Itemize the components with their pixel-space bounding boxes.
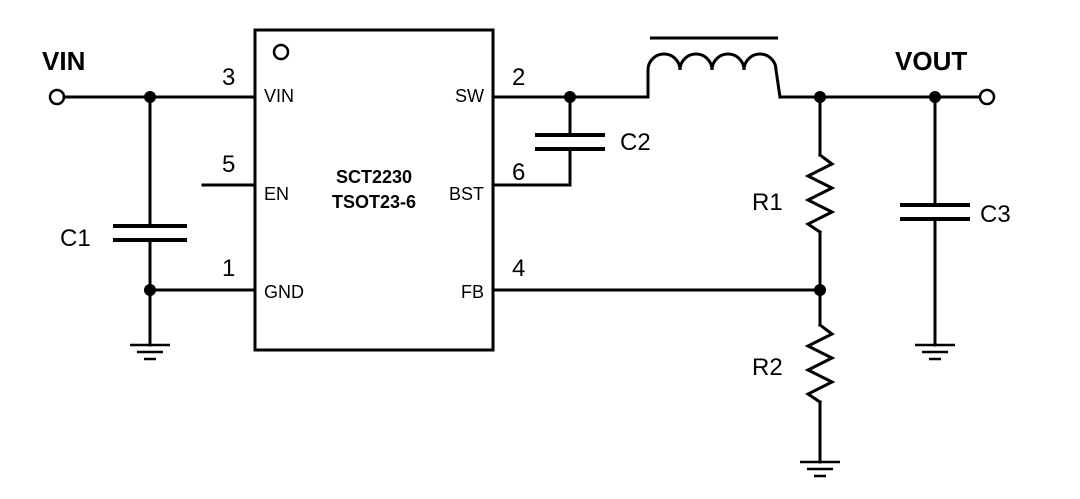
pin-en-number: 5	[222, 151, 235, 178]
ic-part-number: SCT2230	[336, 167, 412, 187]
r1-label: R1	[752, 189, 783, 216]
pin-sw-number: 2	[512, 64, 525, 91]
ground-icon	[800, 460, 840, 478]
pin1-marker	[272, 43, 290, 61]
pin-vin-name: VIN	[264, 86, 294, 106]
pin-gnd-number: 1	[222, 255, 235, 282]
pin-vin-number: 3	[222, 64, 235, 91]
inductor-icon	[646, 36, 782, 99]
r2-label: R2	[752, 354, 783, 381]
pin-gnd-name: GND	[264, 282, 304, 302]
pin-fb-name: FB	[461, 282, 484, 302]
ground-icon	[915, 343, 955, 361]
vout-net-label: VOUT	[895, 46, 967, 76]
c1-label: C1	[60, 225, 91, 252]
pin-bst-number: 6	[512, 159, 525, 186]
pin-bst-name: BST	[449, 184, 484, 204]
ground-icon	[130, 343, 170, 361]
pin-fb-number: 4	[512, 255, 525, 282]
r2-resistor-icon	[804, 322, 836, 405]
r1-resistor-icon	[804, 152, 836, 235]
vin-terminal	[48, 88, 66, 106]
c2-label: C2	[620, 129, 651, 156]
pin-en-name: EN	[264, 184, 289, 204]
c3-label: C3	[980, 201, 1011, 228]
ic-package: TSOT23-6	[332, 192, 416, 212]
gnd-junction	[144, 284, 156, 296]
ic-body	[253, 28, 495, 352]
vin-net-label: VIN	[42, 46, 85, 76]
pin-sw-name: SW	[455, 86, 484, 106]
vout-terminal	[978, 88, 996, 106]
